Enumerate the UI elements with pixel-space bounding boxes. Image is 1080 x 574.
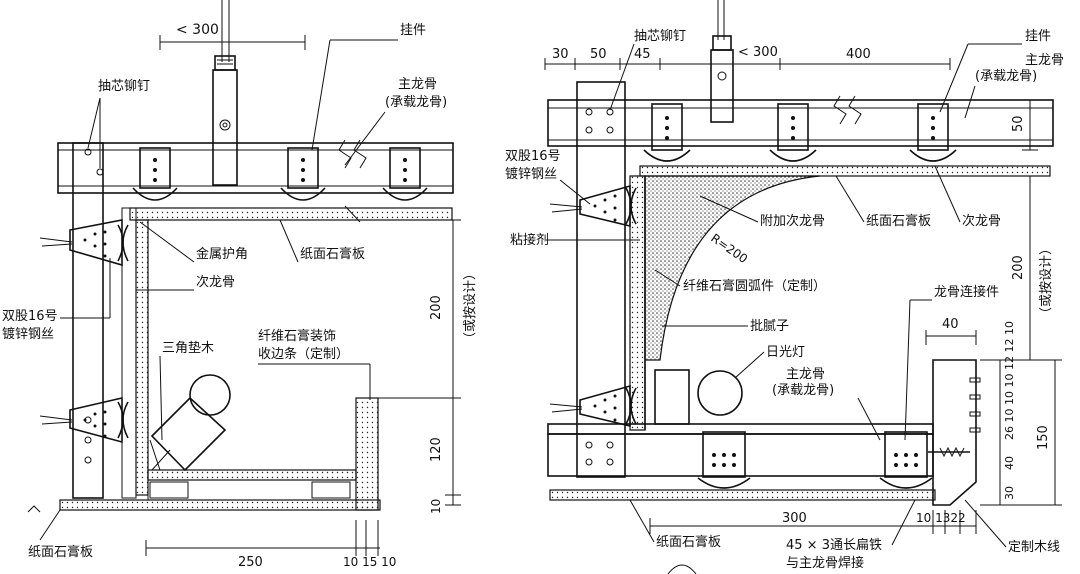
- left-label-hanger: 挂件: [400, 23, 426, 38]
- left-label-wire-2: 镀锌钢丝: [2, 326, 54, 342]
- right-clip-2: [769, 103, 817, 162]
- right-label-wood-trim: 定制木线: [1008, 540, 1060, 555]
- right-dim-45: 45: [634, 47, 651, 62]
- right-top-board: [639, 165, 1051, 177]
- left-bottom-board: [59, 499, 381, 511]
- right-wire-lower: [549, 384, 637, 428]
- right-lower-clip-2: [879, 431, 933, 489]
- left-label-rivet: 抽芯铆钉: [98, 79, 150, 94]
- right-dim-50: 50: [590, 47, 607, 62]
- left-label-main-keel-sub: (承载龙骨): [385, 95, 447, 110]
- right-main-keel: [547, 99, 1054, 147]
- right-label-sub-keel: 次龙骨: [962, 213, 1001, 229]
- left-label-bottom-board: 纸面石膏板: [28, 544, 93, 560]
- left-clip-2: [280, 147, 326, 201]
- left-label-main-keel: 主龙骨: [398, 77, 437, 92]
- left-label-sub-keel: 次龙骨: [196, 274, 235, 290]
- right-label-radius: R=200: [708, 231, 750, 266]
- section-marker-arc: [667, 564, 697, 574]
- right-label-putty: 批腻子: [750, 319, 789, 334]
- right-label-main-keel2-sub: (承载龙骨): [772, 383, 834, 398]
- right-post: [576, 81, 626, 478]
- right-label-main-keel2: 主龙骨: [786, 367, 825, 382]
- left-detail: < 300: [2, 0, 478, 570]
- left-clip-1: [132, 147, 178, 201]
- right-label-keel-connector: 龙骨连接件: [934, 284, 999, 300]
- right-dim-150: 150: [1036, 425, 1051, 450]
- left-label-triangle-wood: 三角垫木: [162, 340, 214, 356]
- right-dim-40b: 40: [1003, 456, 1016, 470]
- right-label-flat-iron-2: 与主龙骨焊接: [786, 555, 864, 571]
- right-lower-clip-1: [697, 431, 751, 489]
- right-label-adhesive: 粘接剂: [510, 232, 549, 248]
- left-by-design: （或按设计）: [463, 267, 478, 345]
- right-dim-200: 200: [1011, 255, 1026, 280]
- right-lamp: [654, 369, 743, 425]
- left-vertical-board: [135, 219, 149, 496]
- right-clip-1: [643, 103, 691, 162]
- left-dim-200: 200: [429, 295, 444, 320]
- right-wire-upper: [549, 184, 637, 228]
- right-arc-piece: [644, 175, 821, 361]
- right-dim-50-v: 50: [1011, 115, 1026, 132]
- right-dim-30: 30: [552, 47, 569, 62]
- left-label-wire-1: 双股16号: [2, 309, 58, 324]
- left-label-gypsum-board: 纸面石膏板: [300, 246, 365, 262]
- left-hanger: [212, 0, 238, 186]
- right-lower-keel: [547, 433, 934, 477]
- right-label-main-keel: 主龙骨: [1025, 53, 1064, 68]
- left-label-metal-corner: 金属护角: [196, 246, 248, 262]
- right-wood-trim: [932, 359, 977, 506]
- left-wire-lower: [39, 396, 129, 444]
- right-label-bottom-board: 纸面石膏板: [656, 534, 721, 550]
- right-dim-40: 40: [942, 317, 959, 332]
- left-main-keel: [57, 142, 454, 194]
- right-label-arc-piece: 纤维石膏圆弧件（定制）: [683, 278, 826, 294]
- right-dim-stack: 26 10 10 10 12 12 10: [1003, 321, 1016, 440]
- right-dim-300-bottom: 300: [782, 511, 807, 526]
- left-post: [72, 142, 104, 499]
- right-detail: 30 50 45 < 300 400: [505, 0, 1064, 574]
- right-label-wire-2: 镀锌钢丝: [505, 166, 557, 182]
- right-label-gypsum-board: 纸面石膏板: [866, 213, 931, 229]
- right-label-fluorescent: 日光灯: [766, 345, 805, 360]
- right-label-hanger: 挂件: [1025, 29, 1051, 44]
- right-label-wire-1: 双股16号: [505, 149, 561, 164]
- left-dim-small: 10 15 10: [343, 555, 396, 569]
- left-top-board: [129, 207, 453, 221]
- left-label-trim-2: 收边条（定制）: [258, 346, 349, 362]
- right-dim-400: 400: [846, 47, 871, 62]
- left-dim-300: < 300: [176, 22, 219, 38]
- right-dim-300-top: < 300: [738, 45, 778, 60]
- left-label-trim-1: 纤维石膏装饰: [258, 328, 336, 344]
- right-label-flat-iron-1: 45 × 3通长扁铁: [786, 538, 882, 553]
- left-wire-upper: [39, 219, 129, 267]
- right-dim-30b: 30: [1003, 486, 1016, 500]
- left-trim-strip: [355, 397, 379, 511]
- right-dim-bottom-small: 10 1322: [916, 511, 966, 525]
- left-dim-250: 250: [238, 555, 263, 570]
- right-bottom-board: [549, 489, 936, 501]
- left-dim-10: 10: [429, 499, 443, 514]
- right-label-rivet: 抽芯铆钉: [634, 29, 686, 44]
- left-clip-3: [382, 147, 428, 201]
- right-label-extra-sub-keel: 附加次龙骨: [760, 213, 825, 229]
- left-trough-bottom: [147, 469, 357, 481]
- left-dim-120: 120: [429, 437, 444, 462]
- right-clip-3: [909, 103, 957, 162]
- right-label-main-keel-sub: (承载龙骨): [975, 69, 1037, 84]
- right-by-design: （或按设计）: [1039, 242, 1054, 320]
